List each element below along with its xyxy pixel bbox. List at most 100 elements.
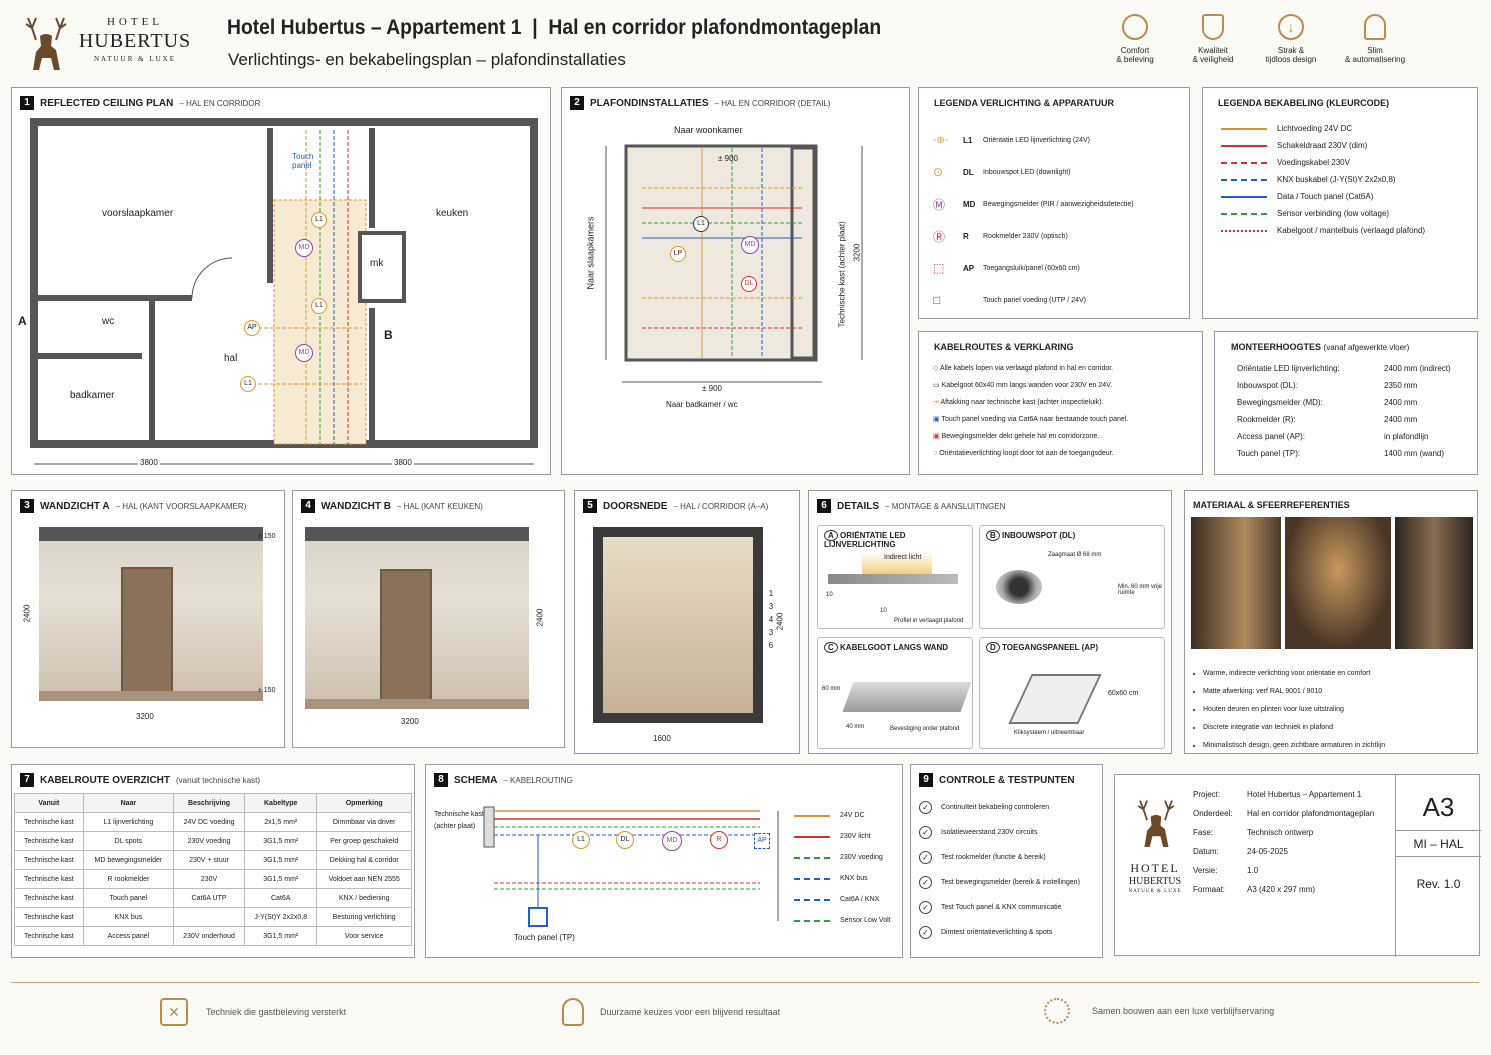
branch-icon: ⇥ <box>933 399 941 406</box>
title-block: HOTEL HUBERTUS NATUUR & LUXE Project:Hot… <box>1114 774 1481 957</box>
check-text: Isolatieweerstand 230V circuits <box>941 829 1038 836</box>
room-label: badkamer <box>70 390 115 401</box>
green-circle-icon: ○ <box>933 450 940 457</box>
route-item: ▭ Kabelgoot 60x40 mm langs wanden voor 2… <box>933 377 1198 394</box>
panel-number: 6 <box>817 499 831 513</box>
panel-heading: KABELROUTES & VERKLARING <box>934 342 1074 352</box>
symbol-l1: L1 <box>693 216 709 232</box>
node-dl: DL <box>616 831 634 849</box>
panel-number: 3 <box>20 499 34 513</box>
table-cell: 3G1,5 mm² <box>244 869 318 889</box>
panel-subtitle: (vanuit technische kast) <box>176 775 261 785</box>
table-cell: MD bewegingsmelder <box>82 850 175 870</box>
title-key: Fase: <box>1193 828 1214 837</box>
detail-title: TOEGANGSPANEEL (AP) <box>1002 643 1099 652</box>
legend-text: 230V licht <box>840 833 871 840</box>
sheet-code: MI – HAL <box>1396 831 1481 857</box>
panel-title-text: WANDZICHT B <box>321 500 391 512</box>
table-cell: 3G1,5 mm² <box>244 850 318 870</box>
check-text: Continuïteit bekabeling controleren <box>941 804 1050 811</box>
symbol-l1: L1 <box>311 298 327 314</box>
feature-item: ↓ Strak &tijdloos design <box>1252 14 1330 76</box>
route-text: Touch panel voeding via Cat6A naar besta… <box>941 416 1129 423</box>
legend-title: LEGENDA VERLICHTING & APPARATUUR <box>934 98 1114 108</box>
legend-symbol: -⊕- <box>933 134 949 146</box>
table-cell: Voldoet aan NEN 2555 <box>316 869 412 889</box>
legend-item: KNX buskabel (J-Y(St)Y 2x2x0,8) <box>1221 171 1471 188</box>
symbol-md: MD <box>295 344 313 362</box>
purple-diamond-icon: ◇ <box>933 365 940 372</box>
legend-text: Sensor Low Volt <box>840 917 891 924</box>
check-icon: ✓ <box>919 851 932 864</box>
detail-note: Min. 60 mm vrije ruimte <box>1118 584 1163 596</box>
legend-item: 24V DC <box>794 805 898 826</box>
table-cell: KNX / bediening <box>316 888 412 908</box>
height-value: 2350 mm <box>1384 381 1418 390</box>
line-sample <box>794 877 830 880</box>
table-cell: Access panel <box>82 926 175 946</box>
panel-title-text: REFLECTED CEILING PLAN <box>40 97 174 109</box>
table-cell: R rookmelder <box>82 869 175 889</box>
title-value: 24-05-2025 <box>1247 847 1288 856</box>
table-cell: Technische kast <box>14 888 84 908</box>
wall-render <box>39 527 263 701</box>
legend-item: Schakeldraad 230V (dim) <box>1221 137 1471 154</box>
section-render <box>593 527 763 723</box>
panel-subtitle: – HAL EN CORRIDOR (DETAIL) <box>714 98 831 108</box>
stag-icon <box>1137 800 1175 847</box>
node-r: R <box>710 831 728 849</box>
table-cell: 3G1,5 mm² <box>244 831 318 851</box>
detail-heading: A ORIËNTATIE LED LIJNVERLICHTING <box>824 530 972 549</box>
door <box>121 567 173 693</box>
panel-subtitle: – MONTAGE & AANSLUITINGEN <box>885 501 1006 511</box>
brand-name: HUBERTUS <box>1128 876 1182 887</box>
legend-text: 24V DC <box>840 812 865 819</box>
title-key: Formaat: <box>1193 885 1226 894</box>
table-cell <box>173 907 246 927</box>
table-cell: 24V DC voeding <box>173 812 246 832</box>
heights-list: Oriëntatie LED lijnverlichting:2400 mm (… <box>1237 360 1472 462</box>
panel-subtitle: – HAL (KANT KEUKEN) <box>397 501 483 511</box>
access-panel <box>1008 674 1102 724</box>
line-sample <box>794 898 830 901</box>
table-cell: 3G1,5 mm² <box>244 926 318 946</box>
legend-code: L1 <box>963 135 973 145</box>
legend-item: 230V voeding <box>794 847 898 868</box>
panel-subtitle: – HAL (KANT VOORSLAAPKAMER) <box>115 501 247 511</box>
check-text: Test Touch panel & KNX communicatie <box>941 904 1062 911</box>
legend-item: 230V licht <box>794 826 898 847</box>
page-subtitle: Verlichtings- en bekabelingsplan – plafo… <box>228 50 626 69</box>
direction-label: Technische kast (achter plaat) <box>837 221 847 328</box>
feature-item: Kwaliteit& veiligheid <box>1174 14 1252 76</box>
source-label: Technische kast (achter plaat) <box>434 811 484 830</box>
gear-hand-icon <box>1044 998 1070 1024</box>
led-profile <box>828 574 958 584</box>
material-item: Discrete integratie van techniek in plaf… <box>1203 719 1473 737</box>
legend-item: □Touch panel voeding (UTP / 24V) <box>933 284 1183 316</box>
height-value: 2400 mm <box>1384 415 1418 424</box>
feature-item: Comfort& beleving <box>1096 14 1174 76</box>
panel-title-text: CONTROLE & TESTPUNTEN <box>939 774 1075 786</box>
material-item: Houten deuren en plinten voor luxe uitst… <box>1203 701 1473 719</box>
legend-code: DL <box>963 167 974 177</box>
table-cell: Besturing verlichting <box>316 907 412 927</box>
dimension: 40 mm <box>846 724 865 730</box>
legend-symbol: ⬚ <box>933 261 945 275</box>
legend-text: Schakeldraad 230V (dim) <box>1277 141 1368 150</box>
table-cell: 230V <box>173 869 246 889</box>
panel-title-text: WANDZICHT A <box>40 500 110 512</box>
table-cell: Dekking hal & corridor <box>316 850 412 870</box>
cable-tray <box>842 682 972 712</box>
dimension: 60 mm <box>822 686 841 692</box>
height-key: Access panel (AP): <box>1237 432 1306 441</box>
panel-number: 7 <box>20 773 34 787</box>
reference-photo <box>1395 517 1473 649</box>
material-item: Minimalistisch design, geen zichtbare ar… <box>1203 737 1473 755</box>
floor-plan <box>30 118 538 465</box>
detail-note: Bevestiging onder plafond <box>890 726 960 732</box>
